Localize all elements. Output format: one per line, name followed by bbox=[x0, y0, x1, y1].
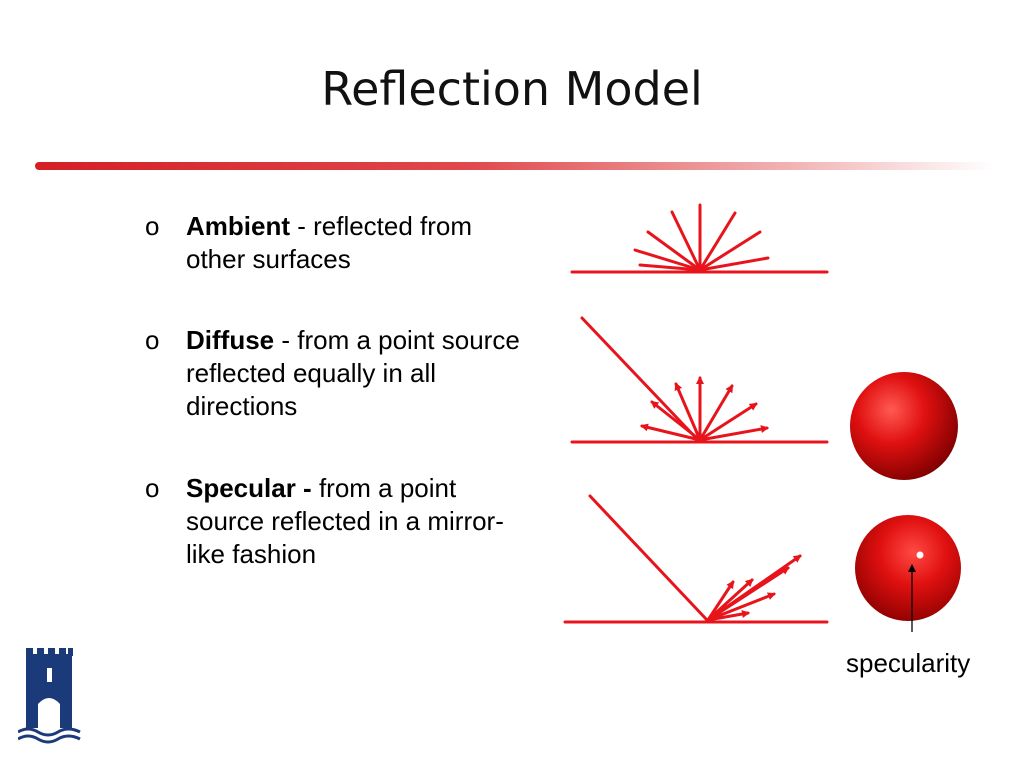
specular-sphere bbox=[855, 515, 961, 621]
bullet-marker: o bbox=[145, 211, 160, 241]
bullet-text: Specular - from a point source reflected… bbox=[186, 472, 526, 571]
bullet-text: Diffuse - from a point source reflected … bbox=[186, 324, 526, 423]
bullet-marker: o bbox=[145, 473, 160, 503]
university-castle-logo bbox=[18, 648, 81, 744]
diffuse-diagram bbox=[570, 316, 829, 444]
bullet-text: Ambient - reflected from other surfaces bbox=[186, 210, 526, 276]
slide-title: Reflection Model bbox=[321, 62, 703, 116]
specularity-label: specularity bbox=[846, 648, 971, 678]
bullet-term: Ambient bbox=[186, 211, 290, 241]
bullet-marker: o bbox=[145, 325, 160, 355]
bullet-desc: - from a point source reflected equally … bbox=[186, 325, 520, 421]
bullet-term: Specular - bbox=[186, 473, 312, 503]
specular-diagram bbox=[563, 494, 829, 624]
bullet-term: Diffuse bbox=[186, 325, 275, 355]
bullet-desc: - reflected from other surfaces bbox=[186, 211, 473, 274]
bullet-desc: from a point source reflected in a mirro… bbox=[186, 473, 504, 569]
ambient-diagram bbox=[570, 203, 829, 274]
diffuse-incident-ray bbox=[580, 316, 700, 442]
specular-highlight bbox=[916, 551, 924, 559]
title-underline bbox=[35, 162, 995, 170]
diffuse-sphere bbox=[850, 372, 958, 480]
specular-incident-ray bbox=[588, 494, 709, 622]
